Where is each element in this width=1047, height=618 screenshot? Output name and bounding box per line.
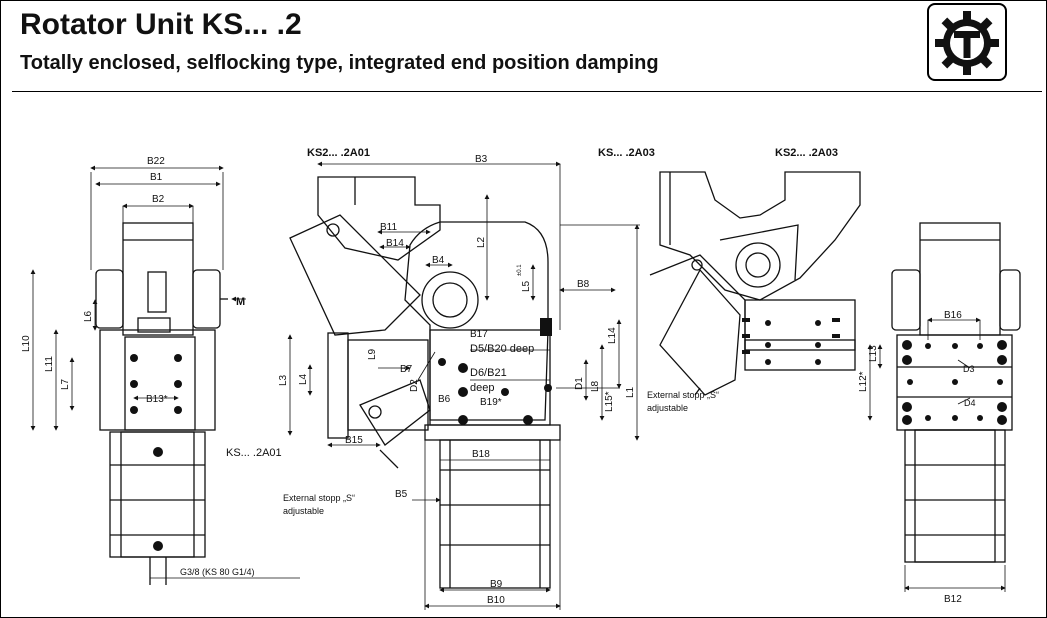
dim-l12: L12* <box>858 371 869 392</box>
note-d5-b20-deep: D5/B20 deep <box>470 343 534 355</box>
dim-l9: L9 <box>367 348 378 360</box>
dim-l11: L11 <box>44 356 55 372</box>
dim-l13: L13 <box>868 345 879 362</box>
dim-b1: B1 <box>150 172 163 183</box>
dim-b16: B16 <box>944 310 962 321</box>
dim-b3: B3 <box>475 154 488 165</box>
dim-b9: B9 <box>490 579 503 590</box>
dim-l6: L6 <box>83 310 94 322</box>
center-view <box>287 161 640 610</box>
dim-d3: D3 <box>963 364 975 374</box>
dim-b15: B15 <box>345 435 363 446</box>
view-label-ks2-2a01: KS2... .2A01 <box>307 147 370 159</box>
arrow-m-label: M <box>236 296 245 308</box>
dim-l10: L10 <box>21 335 32 352</box>
dim-d2: D2 <box>409 379 420 392</box>
dim-b7: B7 <box>400 364 413 375</box>
dim-l2: L2 <box>476 236 487 248</box>
dim-d4: D4 <box>964 398 976 408</box>
dim-l7: L7 <box>60 378 71 390</box>
dim-b6: B6 <box>438 394 451 405</box>
dim-l14: L14 <box>607 327 618 344</box>
dim-b12: B12 <box>944 594 962 605</box>
dim-l8: L8 <box>590 380 601 392</box>
dim-b13: B13* <box>146 394 168 405</box>
note-adjustable-center: adjustable <box>283 506 324 516</box>
dim-b2: B2 <box>152 194 165 205</box>
note-external-stop-center: External stopp „S“ <box>283 493 355 503</box>
dim-b4: B4 <box>432 255 445 266</box>
dim-b22: B22 <box>147 156 165 167</box>
page-title: Rotator Unit KS... .2 <box>20 8 302 41</box>
view-label-ks-2a03: KS... .2A03 <box>598 147 655 159</box>
dim-b19: B19* <box>480 397 502 408</box>
port-note: G3/8 (KS 80 G1/4) <box>180 567 255 577</box>
dim-b5: B5 <box>395 489 408 500</box>
dim-l5-tolerance: ±0.1 <box>517 264 523 276</box>
gear-t-logo-icon <box>927 3 1007 81</box>
note-external-stop-right: External stopp „S“ <box>647 390 719 400</box>
note-adjustable-right: adjustable <box>647 403 688 413</box>
dim-b11: B11 <box>380 222 397 233</box>
dim-l15: L15* <box>604 391 615 412</box>
dim-l4: L4 <box>298 373 309 385</box>
dim-l3: L3 <box>278 374 289 386</box>
front-view-left <box>30 165 300 585</box>
page-subtitle: Totally enclosed, selflocking type, inte… <box>20 52 659 74</box>
header-divider <box>12 91 1042 92</box>
dim-l5: L5 <box>521 280 532 292</box>
right-angled-view <box>649 171 861 396</box>
dim-b8: B8 <box>577 279 590 290</box>
side-view-right <box>867 222 1021 592</box>
dim-l1: L1 <box>625 386 636 398</box>
note-d6-b21: D6/B21 <box>470 367 507 379</box>
note-deep: deep <box>470 382 494 394</box>
dim-b10: B10 <box>487 595 505 606</box>
dim-b18: B18 <box>472 449 490 460</box>
dim-d1: D1 <box>574 377 585 390</box>
dim-b17: B17 <box>470 329 488 340</box>
view-label-ks2-2a03: KS2... .2A03 <box>775 147 838 159</box>
view-label-ks-2a01-bottom: KS... .2A01 <box>226 447 282 459</box>
dim-b14: B14 <box>386 238 404 249</box>
